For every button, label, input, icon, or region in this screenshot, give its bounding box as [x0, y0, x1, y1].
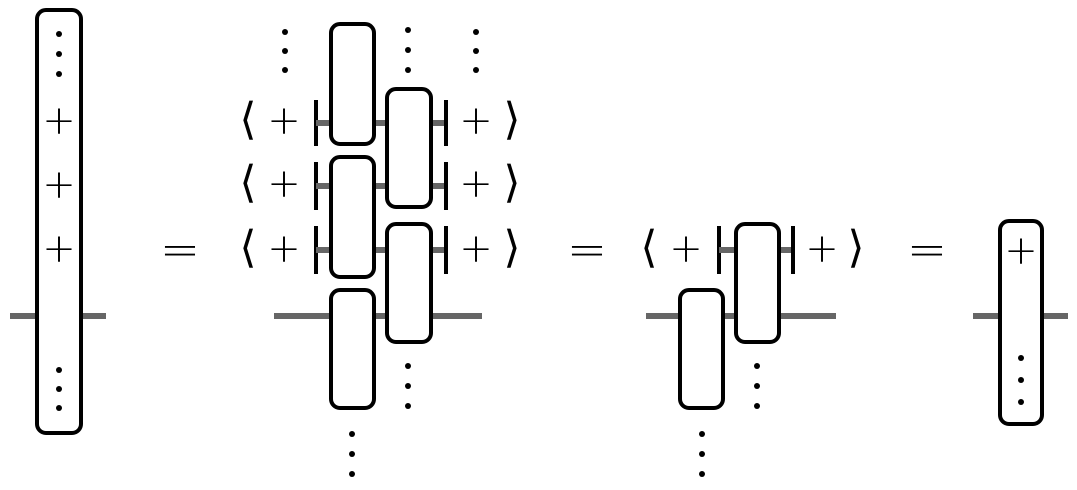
- vertical-dots-bottom-left: [699, 431, 705, 477]
- right-angle-bracket: ⟩: [503, 94, 520, 145]
- vertical-dots-bottom-right: [754, 363, 760, 409]
- vertical-dots-top-right: [473, 29, 479, 73]
- plus-symbol: +: [805, 226, 839, 272]
- equals-sign: =: [160, 222, 200, 278]
- plus-symbol: +: [267, 226, 301, 272]
- vertical-dots-bottom: [1018, 355, 1024, 405]
- gate-box: [385, 87, 433, 209]
- term-3-network: ⟨ + + ⟩: [640, 222, 865, 477]
- bracket-row: ⟨ + + ⟩: [239, 157, 521, 210]
- gate-box: [329, 155, 376, 279]
- right-angle-bracket: ⟩: [503, 157, 520, 208]
- plus-symbol: +: [267, 161, 301, 207]
- plus-symbol: +: [459, 226, 493, 272]
- vertical-dots-bottom: [56, 367, 62, 411]
- gate-box: [329, 22, 376, 146]
- tensor-box: [998, 219, 1044, 426]
- left-angle-bracket: ⟨: [239, 157, 256, 208]
- vertical-dots-bottom-right: [405, 363, 411, 409]
- term-4-stack: +: [973, 219, 1068, 426]
- bracket-row: ⟨ + + ⟩: [239, 222, 521, 274]
- plus-symbol: +: [42, 98, 76, 144]
- plus-symbol: +: [267, 98, 301, 144]
- bracket-row: ⟨ + + ⟩: [239, 94, 521, 146]
- term-1-stack: + + +: [10, 8, 106, 435]
- plus-symbol: +: [459, 98, 493, 144]
- plus-symbol: +: [42, 226, 76, 272]
- tall-tensor-box: [35, 8, 83, 435]
- gate-box: [734, 222, 781, 344]
- right-angle-bracket: ⟩: [847, 222, 864, 273]
- gate-box: [385, 222, 433, 344]
- equals-sign: =: [907, 222, 947, 278]
- plus-symbol: +: [1004, 228, 1038, 274]
- plus-symbol: +: [42, 162, 76, 208]
- plus-symbol: +: [459, 161, 493, 207]
- gate-box: [678, 288, 725, 410]
- vertical-dots-top: [56, 31, 62, 77]
- right-angle-bracket: ⟩: [503, 222, 520, 273]
- plus-symbol: +: [669, 226, 703, 272]
- term-2-network: ⟨ + + ⟩ ⟨ + + ⟩ ⟨ +: [239, 22, 521, 477]
- left-angle-bracket: ⟨: [239, 94, 256, 145]
- gate-box: [329, 288, 376, 410]
- left-angle-bracket: ⟨: [640, 222, 657, 273]
- vertical-dots-top-left: [282, 29, 288, 73]
- equals-sign: =: [567, 222, 607, 278]
- left-angle-bracket: ⟨: [239, 222, 256, 273]
- vertical-dots-top-mid: [405, 27, 411, 73]
- vertical-dots-bottom-left: [349, 431, 355, 477]
